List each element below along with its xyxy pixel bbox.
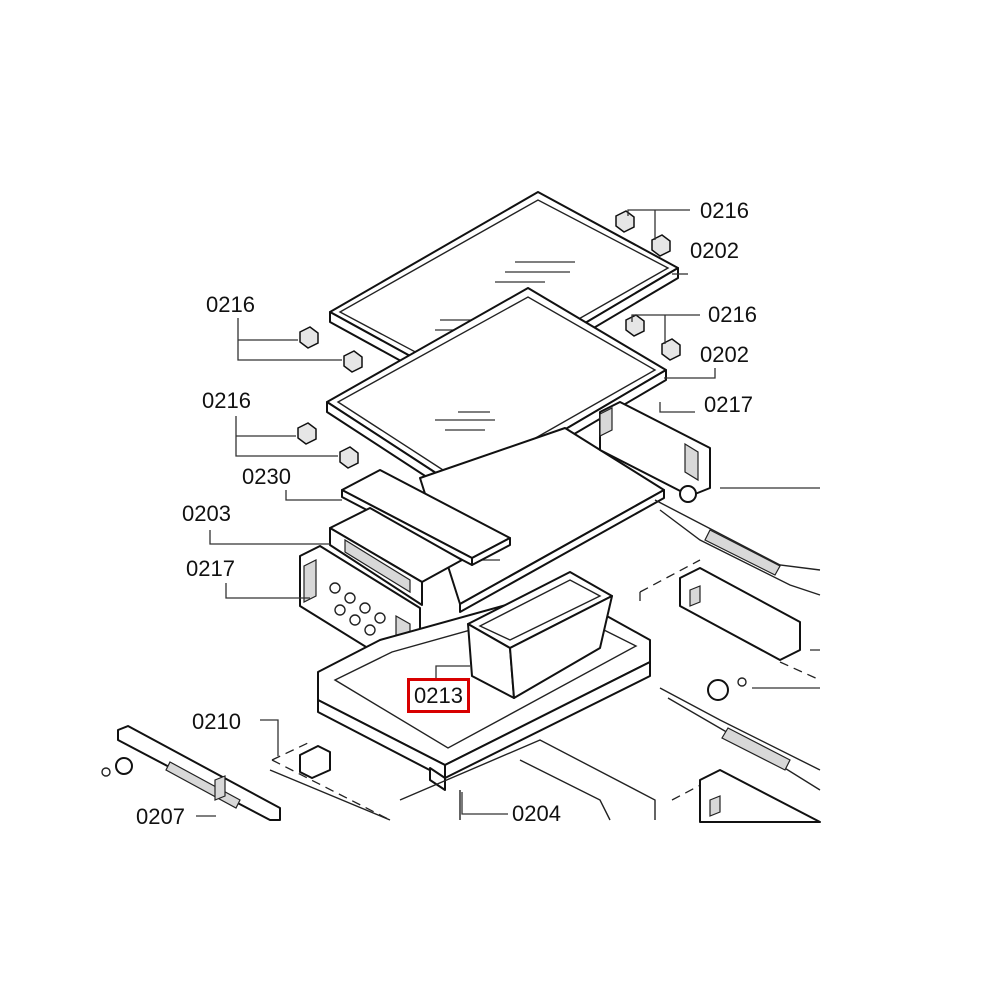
part-label-0203: 0203	[182, 501, 231, 526]
lower-housing	[399, 739, 656, 821]
right-side-bracket	[599, 401, 820, 503]
part-label-0217: 0217	[704, 392, 753, 417]
clip-icon	[299, 326, 319, 349]
part-label-0204: 0204	[512, 801, 561, 826]
clip-icon	[625, 314, 645, 337]
right-rail-lower	[659, 677, 821, 823]
left-rail	[101, 725, 391, 821]
clip-icon	[661, 338, 681, 361]
part-label-0202: 0202	[700, 342, 749, 367]
part-label-0216: 0216	[202, 388, 251, 413]
part-label-0216: 0216	[700, 198, 749, 223]
part-label-0216: 0216	[708, 302, 757, 327]
part-label-0230: 0230	[242, 464, 291, 489]
small-tray	[467, 571, 613, 699]
clip-icon	[343, 350, 363, 373]
shelf-frame	[329, 507, 463, 606]
part-label-0216: 0216	[206, 292, 255, 317]
clip-icon	[615, 210, 635, 233]
part-label-0210: 0210	[192, 709, 241, 734]
clip-icon	[339, 446, 359, 469]
leader-lines	[196, 209, 716, 817]
right-rail-upper	[639, 499, 821, 681]
clip-icon	[297, 422, 317, 445]
part-label-0202: 0202	[690, 238, 739, 263]
clip-icon	[651, 234, 671, 257]
part-label-0207: 0207	[136, 804, 185, 829]
part-label-0217: 0217	[186, 556, 235, 581]
part-label-0213-highlighted[interactable]: 0213	[407, 678, 470, 713]
